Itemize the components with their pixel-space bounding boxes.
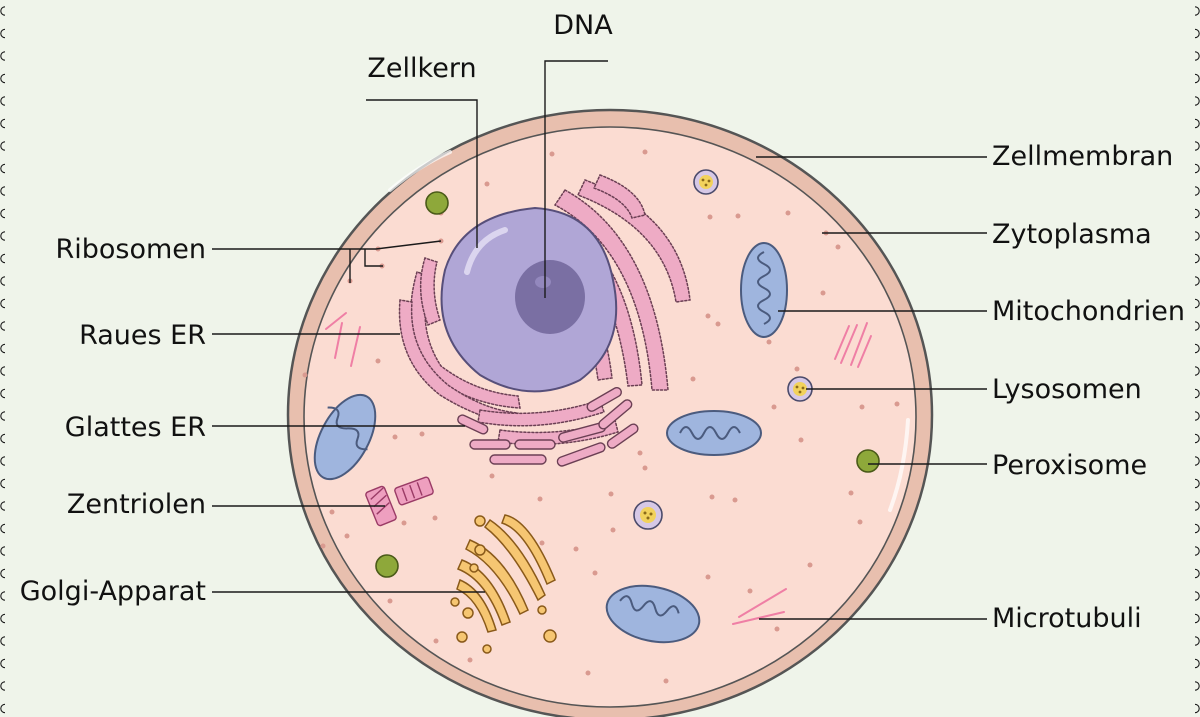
nucleus	[442, 208, 617, 391]
peroxisome-shape	[857, 450, 879, 472]
label-cytoplasm: Zytoplasma	[992, 219, 1152, 250]
lysosome-shape	[634, 501, 662, 529]
label-mitochondria: Mitochondrien	[992, 296, 1185, 327]
label-rough-er: Raues ER	[79, 320, 206, 351]
peroxisome-shape	[426, 192, 448, 214]
label-lysosomes: Lysosomen	[992, 374, 1142, 405]
nucleolus-shape	[515, 260, 585, 334]
right-border-decoration	[1195, 0, 1200, 717]
label-ribosomes: Ribosomen	[55, 234, 206, 265]
label-smooth-er: Glattes ER	[65, 412, 206, 443]
mitochondrion-shape	[741, 243, 787, 337]
label-nucleus: Zellkern	[367, 53, 476, 84]
label-peroxisome: Peroxisome	[992, 450, 1147, 481]
label-dna: DNA	[553, 10, 613, 41]
label-cell-membrane: Zellmembran	[992, 141, 1173, 172]
label-microtubules: Microtubuli	[992, 603, 1142, 634]
lysosome-shape	[694, 170, 718, 194]
peroxisome-shape	[376, 555, 398, 577]
mitochondrion-shape	[667, 411, 761, 455]
label-centrioles: Zentriolen	[67, 489, 206, 520]
left-border-decoration	[0, 0, 5, 717]
label-golgi: Golgi-Apparat	[20, 576, 206, 607]
